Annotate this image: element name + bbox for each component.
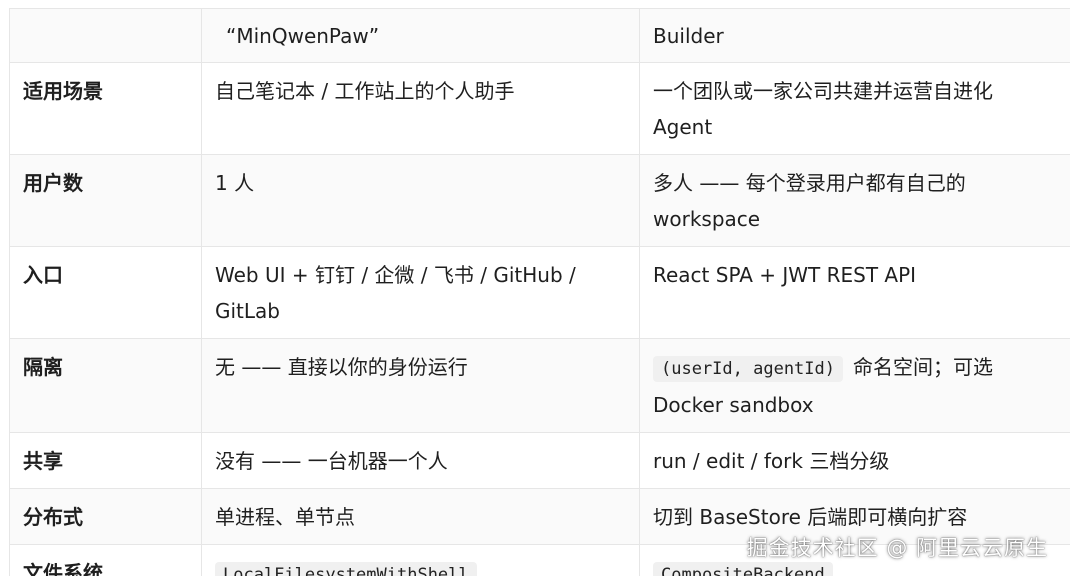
- row-value-builder: 多人 —— 每个登录用户都有自己的 workspace: [639, 154, 1070, 247]
- row-value-minqwenpaw: 没有 —— 一台机器一个人: [201, 432, 640, 489]
- row-value-minqwenpaw: 1 人: [201, 154, 640, 247]
- table-row: 共享 没有 —— 一台机器一个人 run / edit / fork 三档分级: [9, 432, 1070, 489]
- row-key-scenario: 适用场景: [9, 62, 202, 155]
- row-value-minqwenpaw: 无 —— 直接以你的身份运行: [201, 338, 640, 433]
- table-row: 入口 Web UI + 钉钉 / 企微 / 飞书 / GitHub / GitL…: [9, 246, 1070, 339]
- row-value-minqwenpaw: LocalFilesystemWithShell: [201, 544, 640, 576]
- row-value-builder: CompositeBackend: [639, 544, 1070, 576]
- header-minqwenpaw: “MinQwenPaw”: [201, 8, 640, 63]
- row-key-isolation: 隔离: [9, 338, 202, 433]
- table-header-row: “MinQwenPaw” Builder: [9, 8, 1070, 63]
- table-row: 分布式 单进程、单节点 切到 BaseStore 后端即可横向扩容: [9, 488, 1070, 545]
- row-key-users: 用户数: [9, 154, 202, 247]
- inline-code: CompositeBackend: [653, 562, 833, 576]
- row-key-filesystem: 文件系统: [9, 544, 202, 576]
- row-value-builder: run / edit / fork 三档分级: [639, 432, 1070, 489]
- watermark-text: 掘金技术社区 @ 阿里云云原生: [746, 536, 1048, 560]
- row-value-builder: (userId, agentId)命名空间；可选 Docker sandbox: [639, 338, 1070, 433]
- row-value-minqwenpaw: 单进程、单节点: [201, 488, 640, 545]
- comparison-table-container: “MinQwenPaw” Builder 适用场景 自己笔记本 / 工作站上的个…: [9, 8, 1070, 576]
- row-value-builder-text: 命名空间；可选 Docker sandbox: [653, 355, 993, 417]
- table-row: 用户数 1 人 多人 —— 每个登录用户都有自己的 workspace: [9, 154, 1070, 247]
- row-key-distributed: 分布式: [9, 488, 202, 545]
- header-empty-cell: [9, 8, 202, 63]
- row-value-builder: 一个团队或一家公司共建并运营自进化 Agent: [639, 62, 1070, 155]
- table-row: 适用场景 自己笔记本 / 工作站上的个人助手 一个团队或一家公司共建并运营自进化…: [9, 62, 1070, 155]
- row-key-sharing: 共享: [9, 432, 202, 489]
- inline-code: LocalFilesystemWithShell: [215, 562, 477, 576]
- inline-code: (userId, agentId): [653, 356, 843, 382]
- row-value-minqwenpaw: Web UI + 钉钉 / 企微 / 飞书 / GitHub / GitLab: [201, 246, 640, 339]
- table-row: 文件系统 LocalFilesystemWithShell CompositeB…: [9, 544, 1070, 576]
- comparison-table: “MinQwenPaw” Builder 适用场景 自己笔记本 / 工作站上的个…: [9, 8, 1070, 576]
- row-value-builder: React SPA + JWT REST API: [639, 246, 1070, 339]
- header-builder: Builder: [639, 8, 1070, 63]
- row-value-minqwenpaw: 自己笔记本 / 工作站上的个人助手: [201, 62, 640, 155]
- row-key-entry: 入口: [9, 246, 202, 339]
- table-row: 隔离 无 —— 直接以你的身份运行 (userId, agentId)命名空间；…: [9, 338, 1070, 433]
